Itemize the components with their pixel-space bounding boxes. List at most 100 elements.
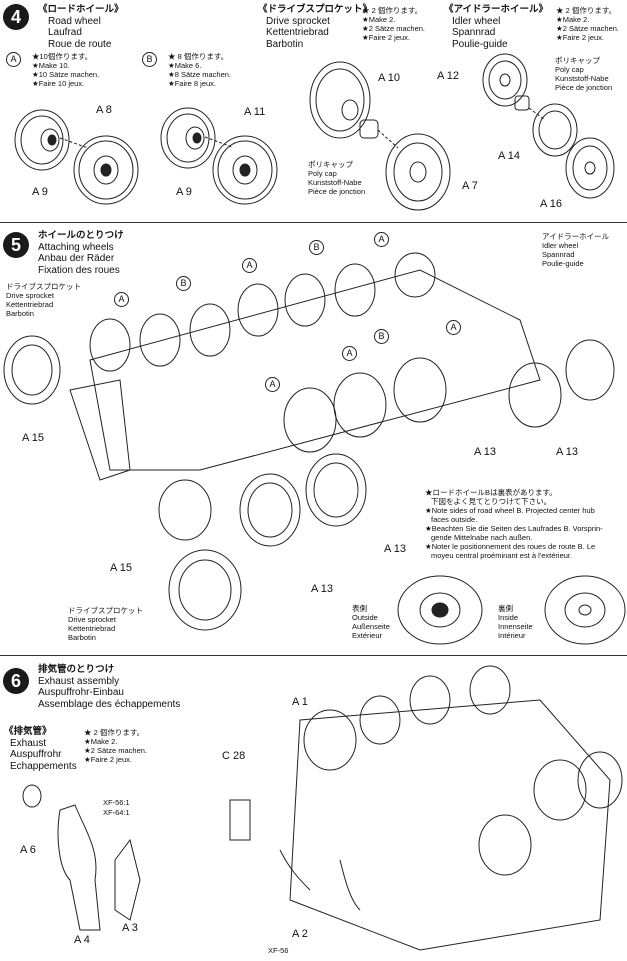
hull-drawing (69, 269, 541, 481)
drive-sprocket-top-de: Kettentriebrad (6, 300, 54, 309)
wheel-b-note-jp1: ★ロードホイールBは裏表があります。 (425, 488, 557, 497)
variant-b-qty-jp: ★ 8 個作ります。 (168, 52, 229, 61)
part-a7: A 7 (462, 180, 478, 192)
poly-cap-b-de: Kunststoff-Nabe (555, 74, 609, 83)
wheel-b-note: ★ロードホイールBは裏表があります。 下図をよく見てとりつけて下さい。 ★Not… (425, 488, 603, 560)
idler-wheel-qty-de: ★2 Sätze machen. (556, 24, 620, 33)
exhaust-parts-drawing (22, 784, 141, 931)
part-a13-3: A 13 (384, 543, 407, 555)
inside-de: Innenseite (498, 622, 533, 631)
step-6-number: 6 (3, 668, 29, 694)
part-a4: A 4 (74, 934, 90, 946)
step-6-title-fr: Assemblage des échappements (38, 698, 181, 710)
poly-cap-b-fr: Pièce de jonction (555, 83, 613, 92)
part-a9-right: A 9 (176, 186, 192, 198)
step-5-title-fr: Fixation des roues (38, 264, 120, 276)
idler-wheel-step5-en: Idler wheel (542, 241, 579, 250)
part-a10: A 10 (378, 72, 401, 84)
outside-jp: 表側 (352, 604, 367, 613)
exhaust-qty-en: ★Make 2. (84, 737, 118, 746)
variant-b-qty-de: ★8 Sätze machen. (168, 70, 232, 79)
marker-b-1: B (176, 276, 191, 291)
drive-sprocket-qty-fr: ★Faire 2 jeux. (362, 33, 410, 42)
variant-b-qty-fr: ★Faire 8 jeux. (168, 79, 216, 88)
step-5-title: ホイールのとりつけ Attaching wheels Anbau der Räd… (38, 230, 124, 276)
poly-cap-a-en: Poly cap (308, 169, 337, 178)
part-a13-1: A 13 (474, 446, 497, 458)
drive-sprocket-top-jp: ドライブスプロケット (6, 282, 81, 291)
road-wheel-title: 《ロードホイール》 Road wheel Laufrad Roue de rou… (38, 4, 124, 50)
variant-a-qty-jp: ★10個作ります。 (32, 52, 93, 61)
wheel-b-note-en1: ★Note sides of road wheel B. Projected c… (425, 506, 595, 515)
idler-wheel-drawing (482, 53, 615, 199)
marker-a-6: A (446, 320, 461, 335)
outside-fr: Extérieur (352, 631, 383, 640)
marker-a-5: A (342, 346, 357, 361)
part-a13-2: A 13 (556, 446, 579, 458)
wheel-b-note-de2: gende Mittelnabe nach außen. (431, 533, 533, 542)
drive-sprocket-top-fr: Barbotin (6, 309, 34, 318)
variant-a-qty-de: ★10 Sätze machen. (32, 70, 100, 79)
idler-wheel-step5-de: Spannrad (542, 250, 575, 259)
idler-wheel-title: 《アイドラーホイール》 Idler wheel Spannrad Poulie-… (444, 4, 548, 50)
wheel-b-inside-label: 裏側 Inside Innenseite Intérieur (498, 604, 533, 640)
drive-sprocket-qty-en: ★Make 2. (362, 15, 396, 24)
wheel-b-side-views-drawing (397, 575, 626, 645)
drive-sprocket-qty-jp: ★ 2 個作ります。 (362, 6, 423, 15)
step-5-title-de: Anbau der Räder (38, 253, 115, 264)
part-a14: A 14 (498, 150, 521, 162)
wheel-b-note-fr2: moyeu central proéminant est à l'extérie… (431, 551, 573, 560)
road-wheel-b-hub-drawing (160, 107, 233, 169)
drive-sprocket-title-de: Kettentriebrad (266, 27, 329, 38)
part-a6: A 6 (20, 844, 36, 856)
part-a16: A 16 (540, 198, 563, 210)
outside-de: Außenseite (352, 622, 390, 631)
marker-a-4: A (265, 377, 280, 392)
step-4-number: 4 (3, 4, 29, 30)
step-5-number: 5 (3, 232, 29, 258)
part-a9-left: A 9 (32, 186, 48, 198)
variant-b-marker: B (142, 52, 157, 67)
part-a3: A 3 (122, 922, 138, 934)
exhaust-title-de: Auspuffrohr (10, 749, 62, 760)
part-a8-left: A 8 (96, 104, 112, 116)
step-5-title-jp: ホイールのとりつけ (38, 230, 124, 241)
road-wheel-title-fr: Roue de route (48, 38, 112, 50)
part-a15-bottom: A 15 (110, 562, 133, 574)
drive-sprocket-bottom-en: Drive sprocket (68, 615, 116, 624)
sprocket-left-drawing (3, 335, 242, 631)
wheel-b-outside-label: 表側 Outside Außenseite Extérieur (352, 604, 390, 640)
step-6-title-de: Auspuffrohr-Einbau (38, 687, 124, 698)
drive-sprocket-title: 《ドライブスプロケット》 Drive sprocket Kettentriebr… (258, 4, 372, 50)
part-a2: A 2 (292, 928, 308, 940)
inside-en: Inside (498, 613, 519, 622)
poly-cap-a-jp: ポリキャップ (308, 160, 353, 169)
drive-sprocket-title-fr: Barbotin (266, 38, 304, 50)
exhaust-qty-de: ★2 Sätze machen. (84, 746, 148, 755)
part-a13-4: A 13 (311, 583, 334, 595)
drive-sprocket-title-jp: 《ドライブスプロケット》 (258, 4, 373, 15)
idler-wheel-title-jp: 《アイドラーホイール》 (444, 4, 549, 15)
paint-xf64-1: XF-64:1 (103, 808, 130, 817)
idler-wheel-step5-fr: Poulie-guide (542, 259, 584, 268)
step-5-title-en: Attaching wheels (38, 241, 114, 253)
road-wheel-a-wheel-drawing (73, 135, 139, 205)
variant-a-qty: ★10個作ります。 ★Make 10. ★10 Sätze machen. ★F… (32, 52, 99, 88)
idler-wheel-qty-fr: ★Faire 2 jeux. (556, 33, 604, 42)
marker-a-1: A (114, 292, 129, 307)
idler-wheel-label-step5: アイドラーホイール Idler wheel Spannrad Poulie-gu… (542, 232, 609, 268)
drive-sprocket-top-label: ドライブスプロケット Drive sprocket Kettentriebrad… (6, 282, 81, 318)
hull-rear-drawing (229, 665, 623, 951)
marker-b-2: B (309, 240, 324, 255)
exhaust-title-en: Exhaust (10, 737, 47, 749)
poly-cap-a-de: Kunststoff-Nabe (308, 178, 362, 187)
drive-sprocket-top-en: Drive sprocket (6, 291, 54, 300)
drive-sprocket-qty: ★ 2 個作ります。 ★Make 2. ★2 Sätze machen. ★Fa… (362, 6, 425, 42)
wheel-b-note-jp2: 下図をよく見てとりつけて下さい。 (431, 497, 552, 506)
drive-sprocket-qty-de: ★2 Sätze machen. (362, 24, 426, 33)
drive-sprocket-bottom-de: Kettentriebrad (68, 624, 116, 633)
variant-b-qty-en: ★Make 6. (168, 61, 202, 70)
variant-a-qty-en: ★Make 10. (32, 61, 70, 70)
